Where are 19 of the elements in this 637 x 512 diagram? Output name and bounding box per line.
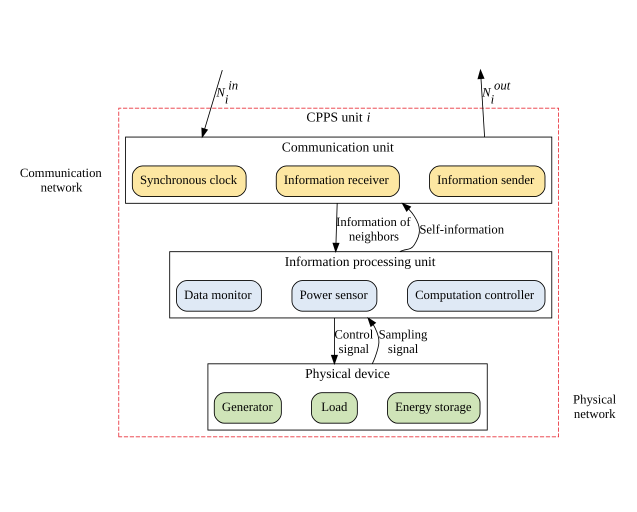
label: Physical network xyxy=(573,392,616,421)
node-box: Information receiver xyxy=(276,165,400,196)
node-box: Synchronous clock xyxy=(132,165,247,196)
edge-label: Sampling signal xyxy=(378,326,428,356)
edge-label: Self-information xyxy=(419,222,504,236)
arrow xyxy=(399,202,420,252)
node-box: Computation controller xyxy=(407,280,546,312)
arrow xyxy=(477,68,486,138)
node-box: Power sensor xyxy=(292,280,378,312)
arrow xyxy=(201,69,223,138)
arrow xyxy=(367,316,380,364)
node-box: Data monitor xyxy=(176,280,262,312)
node-box: Generator xyxy=(214,392,282,424)
node-box: Energy storage xyxy=(387,392,480,424)
node-box: Load xyxy=(311,392,358,424)
node-box: Information sender xyxy=(429,165,546,196)
arrow xyxy=(332,202,340,252)
label: Communication network xyxy=(20,165,102,194)
arrow xyxy=(330,317,338,365)
